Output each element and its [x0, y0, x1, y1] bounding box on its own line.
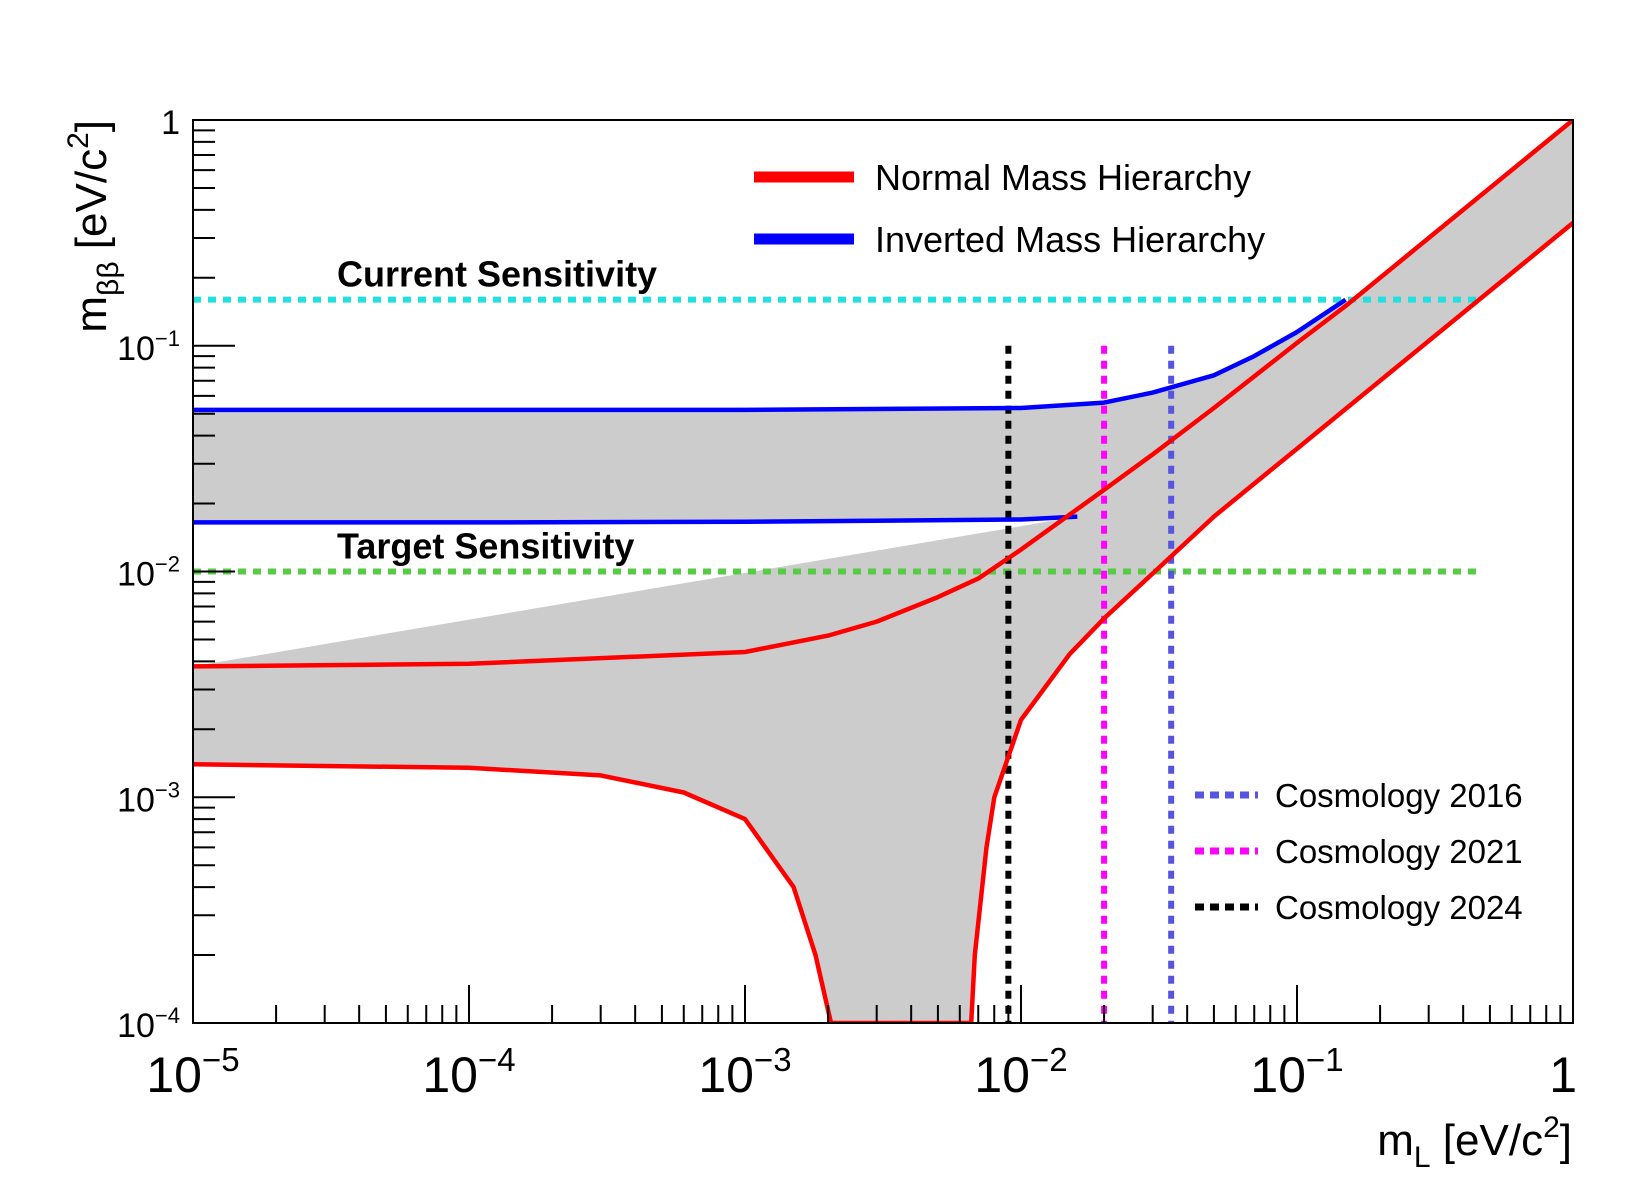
y-tick-label: 1	[161, 104, 180, 142]
x-tick-label: 10−5	[146, 1041, 239, 1103]
y-axis-label: mββ [eV/c2]	[62, 120, 125, 333]
x-tick-label: 1	[1549, 1047, 1577, 1103]
x-tick-label: 10−3	[698, 1041, 791, 1103]
y-tick-label: 10−2	[117, 552, 180, 594]
series-line	[193, 221, 1573, 1023]
x-axis-ticks: 10−5 10−4 10−3 10−2 10−1 1	[146, 985, 1577, 1103]
cosmology-lines	[1005, 345, 1175, 1023]
y-tick-label: 10−1	[117, 326, 180, 368]
legend-label: Normal Mass Hierarchy	[875, 157, 1251, 198]
series-line	[193, 297, 1347, 413]
x-tick-label: 10−2	[974, 1041, 1067, 1103]
legend-label: Cosmology 2016	[1275, 777, 1523, 814]
legend-label: Inverted Mass Hierarchy	[875, 219, 1265, 260]
sensitivity-label: Current Sensitivity	[337, 254, 657, 295]
allowed-region-bands	[193, 120, 1573, 1023]
y-tick-label: 10−3	[117, 777, 180, 819]
legend-label: Cosmology 2021	[1275, 833, 1523, 870]
x-axis-label: mL [eV/c2]	[1377, 1111, 1572, 1174]
sensitivity-label: Target Sensitivity	[337, 526, 634, 567]
x-tick-label: 10−1	[1250, 1041, 1343, 1103]
x-tick-label: 10−4	[422, 1041, 515, 1103]
y-axis-ticks: 10−4 10−3 10−2 10−1 1	[117, 104, 235, 1045]
series-line	[193, 514, 1078, 525]
sensitivity-lines	[193, 296, 1478, 575]
legend-label: Cosmology 2024	[1275, 889, 1523, 926]
inverted-band	[193, 299, 1346, 667]
y-tick-label: 10−4	[117, 1003, 180, 1045]
series-line	[193, 120, 1573, 669]
hierarchy-curves	[193, 120, 1573, 1023]
normal-band	[193, 120, 1573, 1023]
